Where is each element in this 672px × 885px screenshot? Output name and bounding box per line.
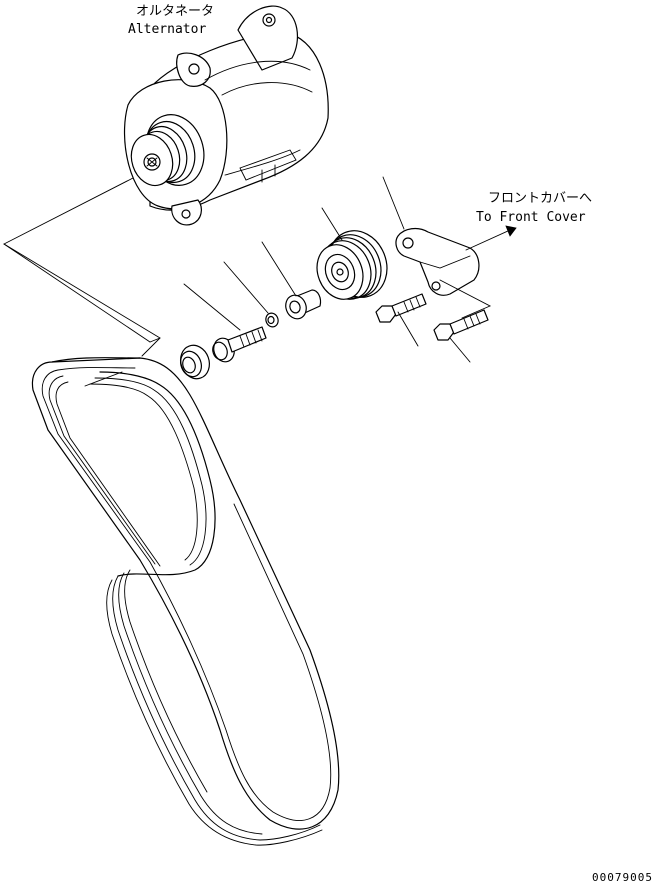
hex-bolt-idler (375, 293, 427, 323)
spacer-collar (285, 289, 322, 320)
alternator-label-en: Alternator (128, 22, 206, 37)
alternator-label-jp: オルタネータ (136, 4, 214, 19)
leader-lines (3, 176, 517, 387)
hex-bolt-bracket (433, 309, 489, 341)
v-ribbed-belt (31, 357, 340, 846)
small-washer (265, 312, 279, 328)
front-cover-label-en: To Front Cover (476, 210, 586, 225)
idler-pulley (316, 230, 388, 300)
front-cover-label-jp: フロントカバーへ (488, 191, 592, 206)
drawing-code: 00079005 (592, 871, 653, 884)
spacer-washer (180, 344, 210, 380)
alternator (123, 5, 329, 226)
flange-bolt (212, 326, 267, 363)
idler-bracket (395, 227, 480, 296)
